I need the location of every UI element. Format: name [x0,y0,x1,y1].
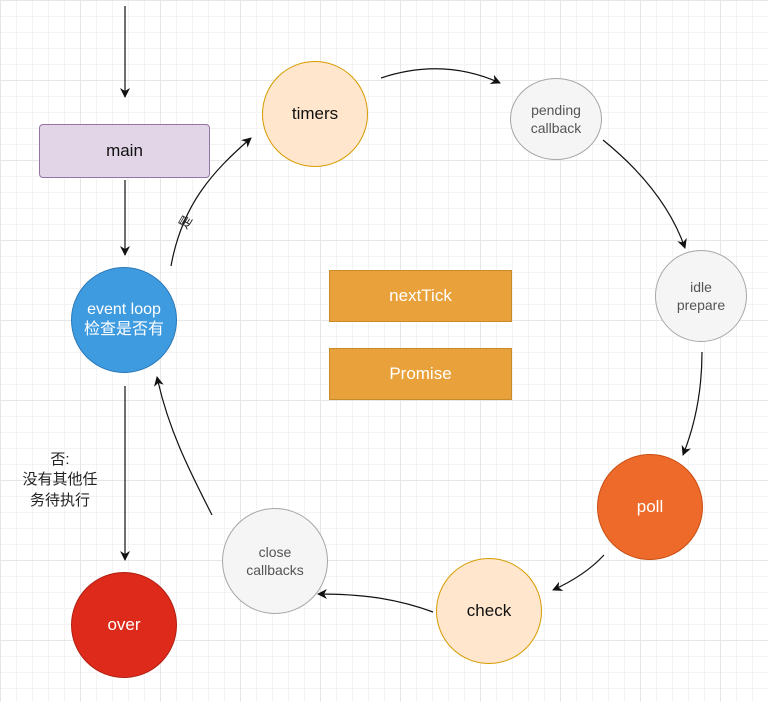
edge-timers-to-pending [380,68,501,84]
edge-event-loop-to-timers [170,137,252,267]
promise-box: Promise [329,348,512,400]
edge-idle-to-poll [681,351,703,456]
poll-node: poll [597,454,703,560]
check-node: check [436,558,542,664]
idle-prepare-node: idle prepare [655,250,747,342]
edge-close-to-event-loop [154,376,213,516]
event-loop-node: event loop 检查是否有 [71,267,177,373]
edge-poll-to-check [552,554,605,591]
nexttick-box: nextTick [329,270,512,322]
pending-callback-node: pending callback [510,78,602,160]
over-node: over [71,572,177,678]
main-node: main [39,124,210,178]
edge-pending-to-idle [602,139,687,249]
close-callbacks-node: close callbacks [222,508,328,614]
timers-node: timers [262,61,368,167]
edge-label-no: 否: 没有其他任 务待执行 [22,451,98,509]
edge-check-to-close [317,589,434,613]
